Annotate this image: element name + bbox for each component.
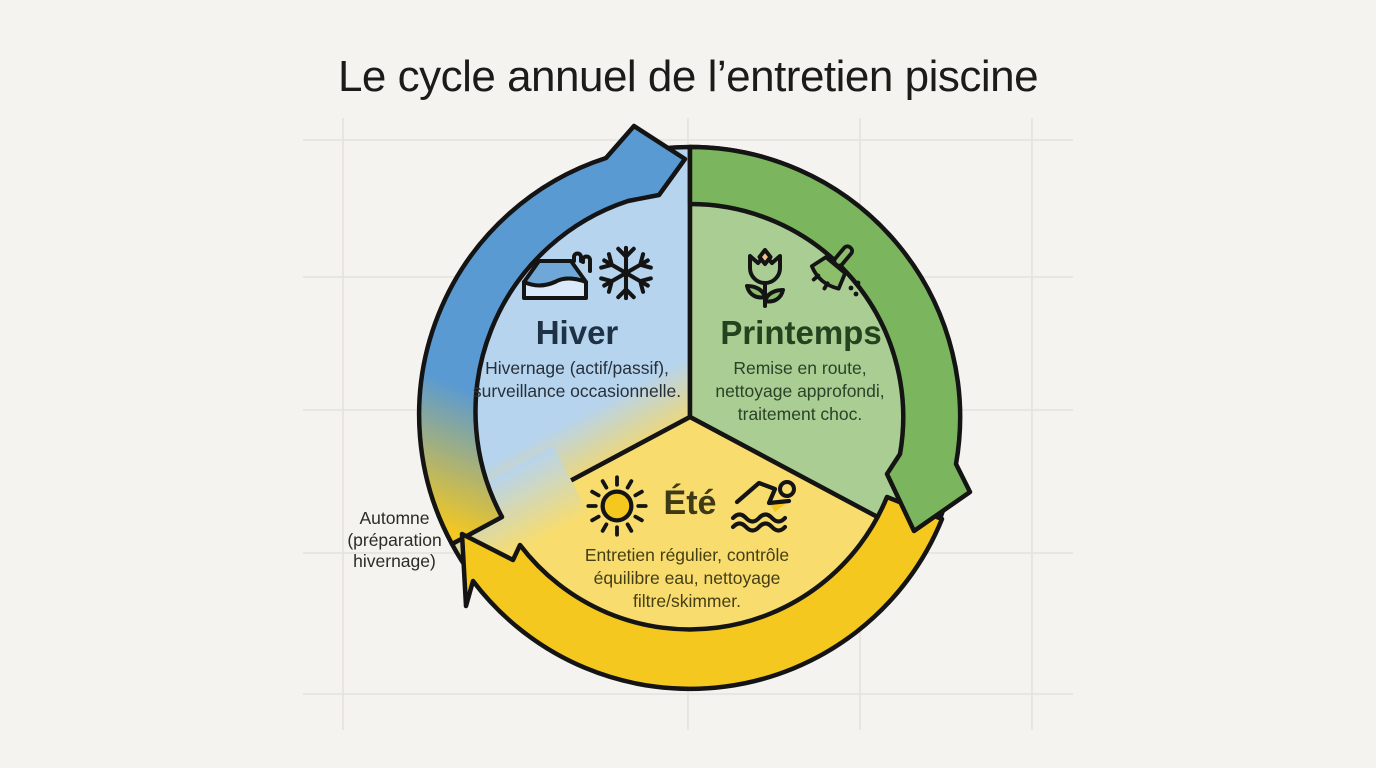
- text-line: (préparation: [347, 529, 442, 550]
- brush-icon: [797, 238, 863, 306]
- text-line: équilibre eau, nettoyage: [593, 568, 781, 588]
- ete-to-automne-arrow: [459, 494, 945, 692]
- ete-label: Été: [663, 484, 717, 522]
- automne-label: Automne (préparation hivernage): [322, 508, 467, 573]
- text-line: nettoyage approfondi,: [715, 381, 885, 401]
- printemps-description: Remise en route, nettoyage approfondi, t…: [700, 357, 900, 426]
- printemps-label: Printemps: [720, 314, 882, 351]
- text-line: filtre/skimmer.: [633, 591, 741, 611]
- text-line: Remise en route,: [733, 358, 867, 378]
- ete-description: Entretien régulier, contrôle équilibre e…: [567, 544, 807, 613]
- printemps-to-ete-arrow: [687, 144, 973, 534]
- snowflake-icon: [597, 243, 655, 303]
- text-line: hivernage): [353, 551, 436, 571]
- page-title: Le cycle annuel de l’entretien piscine: [337, 52, 1039, 101]
- tulip-icon: [737, 244, 793, 312]
- hiver-label: Hiver: [535, 314, 619, 351]
- sun-icon: [583, 472, 651, 540]
- text-line: Entretien régulier, contrôle: [584, 545, 790, 565]
- text-line: surveillance occasionnelle.: [472, 381, 682, 401]
- pool-cover-icon: [517, 248, 593, 304]
- text-line: traitement choc.: [737, 404, 863, 424]
- text-line: Hivernage (actif/passif),: [485, 358, 669, 378]
- hiver-to-printemps-arrow: [416, 123, 688, 547]
- hiver-description: Hivernage (actif/passif), surveillance o…: [457, 357, 697, 403]
- swimmer-icon: [725, 474, 801, 534]
- text-line: Automne: [359, 508, 430, 528]
